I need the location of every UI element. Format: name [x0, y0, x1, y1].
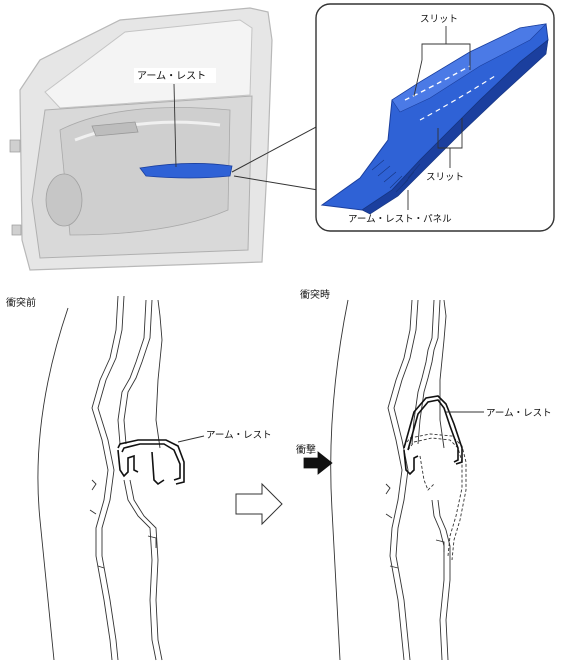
- armrest-panel-inset: スリット スリット アーム・レスト・パネル: [315, 3, 555, 232]
- door-illustration: アーム・レスト: [0, 0, 282, 272]
- after-collision-label: 衝突時: [300, 288, 330, 301]
- armrest-before-shape: [117, 439, 185, 486]
- armrest-after-label: アーム・レスト: [486, 408, 552, 419]
- armrest-before-label: アーム・レスト: [206, 430, 272, 441]
- slit-bottom-label: スリット: [426, 172, 464, 183]
- impact-label: 衝撃: [296, 443, 316, 456]
- deformed-trim-dashed: [403, 433, 467, 561]
- armrest-panel-label: アーム・レスト・パネル: [348, 214, 452, 225]
- after-collision-section: [330, 299, 451, 661]
- solid-right-arrow-icon: [303, 451, 333, 475]
- armrest-after-shape: [403, 395, 463, 476]
- hollow-right-arrow-icon: [235, 482, 283, 526]
- armrest-door-label: アーム・レスト: [137, 70, 206, 82]
- before-collision-label: 衝突前: [6, 296, 36, 309]
- armrest-highlight: [139, 163, 233, 179]
- before-collision-section: [37, 295, 163, 661]
- slit-top-label: スリット: [420, 14, 458, 25]
